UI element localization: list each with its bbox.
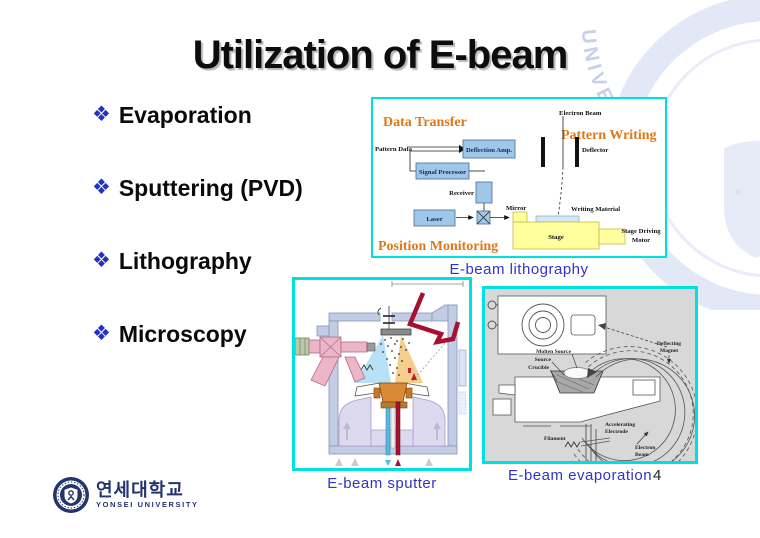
label-receiver: Receiver	[449, 190, 474, 197]
blue-plume	[355, 335, 391, 383]
filament-coil	[564, 441, 581, 448]
label-accelerating-electrode-2: Electrode	[605, 429, 628, 435]
label-deflection-amp: Deflection Amp.	[466, 147, 512, 154]
receiver-box	[475, 181, 493, 204]
mirror-block	[512, 211, 528, 223]
gas-inlet-pipe	[406, 292, 461, 346]
caption-lithography: E-beam lithography	[449, 261, 589, 278]
bullet-label: Evaporation	[118, 101, 252, 128]
label-deflecting-magnet-1: Deflecting	[657, 341, 681, 347]
bullet-label: Lithography	[118, 247, 252, 274]
flow-arrows	[335, 458, 433, 466]
label-filament: Filament	[544, 436, 566, 442]
yonsei-seal-icon	[53, 477, 89, 513]
logo-english-name: YONSEI UNIVERSITY	[96, 500, 199, 509]
slide-title: Utilization of E-beam	[192, 33, 569, 77]
feed-tube	[395, 401, 401, 456]
label-crucible: Crucible	[528, 365, 549, 371]
bullet-item-evaporation: ❖ Evaporation	[92, 101, 303, 129]
sputter-diagram	[292, 277, 472, 471]
writing-material-strip	[535, 215, 580, 223]
label-electron-beam-2: Beam	[635, 452, 649, 458]
heading-data-transfer: Data Transfer	[383, 115, 467, 130]
heading-pattern-writing: Pattern Writing	[561, 128, 657, 143]
label-stage-driving-1: Stage Driving	[621, 228, 661, 235]
signal-processor-box	[415, 162, 470, 180]
page-number: 4	[653, 467, 662, 484]
logo-korean-name: 연세대학교	[96, 480, 184, 500]
side-view-body	[514, 376, 661, 423]
label-source: Source	[535, 357, 552, 363]
laser-box	[413, 209, 456, 227]
bullet-item-lithography: ❖ Lithography	[92, 247, 303, 275]
diamond-bullet-icon: ❖	[92, 176, 111, 199]
molten-source-pool	[563, 367, 591, 379]
label-signal-processor: Signal Processor	[419, 169, 466, 176]
bullet-list: ❖ Evaporation ❖ Sputtering (PVD) ❖ Litho…	[92, 101, 303, 348]
label-writing-material: Writing Material	[571, 206, 620, 213]
stage-block	[512, 221, 600, 250]
bullet-item-sputtering: ❖ Sputtering (PVD)	[92, 174, 303, 202]
label-deflecting-magnet-2: Magnet	[660, 348, 678, 354]
diamond-bullet-icon: ❖	[92, 103, 111, 126]
particle-dots	[380, 337, 410, 376]
orange-plume	[395, 335, 423, 383]
caption-evaporation: E-beam evaporation	[507, 467, 653, 484]
bullet-label: Sputtering (PVD)	[118, 174, 303, 201]
bullet-label: Microscopy	[118, 320, 247, 347]
deflection-amp-box	[462, 139, 516, 159]
stage-motor-block	[598, 228, 626, 245]
evaporation-diagram: Molten Source Source Crucible Filament	[482, 286, 698, 483]
label-electron-beam: Electron Beam	[559, 110, 602, 117]
label-deflector: Deflector	[582, 147, 608, 154]
label-stage-driving-2: Motor	[632, 237, 650, 244]
deflector-plate-right	[575, 137, 579, 167]
label-mirror: Mirror	[506, 205, 526, 212]
label-accelerating-electrode-1: Accelerating	[605, 422, 635, 428]
gun-barrel	[340, 341, 368, 353]
label-molten-source: Molten Source	[536, 349, 571, 355]
gun-handle	[310, 356, 340, 387]
bullet-item-microscopy: ❖ Microscopy	[92, 320, 303, 348]
chamber-top-wall	[328, 312, 381, 322]
heading-position-monitoring: Position Monitoring	[378, 239, 498, 254]
lithography-diagram: Data Transfer Pattern Writing Position M…	[371, 97, 667, 258]
nozzle-core	[378, 382, 408, 403]
diamond-bullet-icon: ❖	[92, 249, 111, 272]
label-stage: Stage	[548, 234, 564, 241]
label-laser: Laser	[426, 216, 442, 223]
deflector-plate-left	[541, 137, 545, 167]
diamond-bullet-icon: ❖	[92, 322, 111, 345]
caption-sputter: E-beam sputter	[327, 475, 437, 492]
coolant-tube	[385, 407, 391, 456]
label-electron-beam-1: Electron	[635, 445, 656, 451]
yonsei-logo: 연세대학교 YONSEI UNIVERSITY	[52, 476, 199, 514]
label-pattern-data: Pattern Data	[375, 146, 413, 153]
substrate-block	[380, 328, 412, 336]
